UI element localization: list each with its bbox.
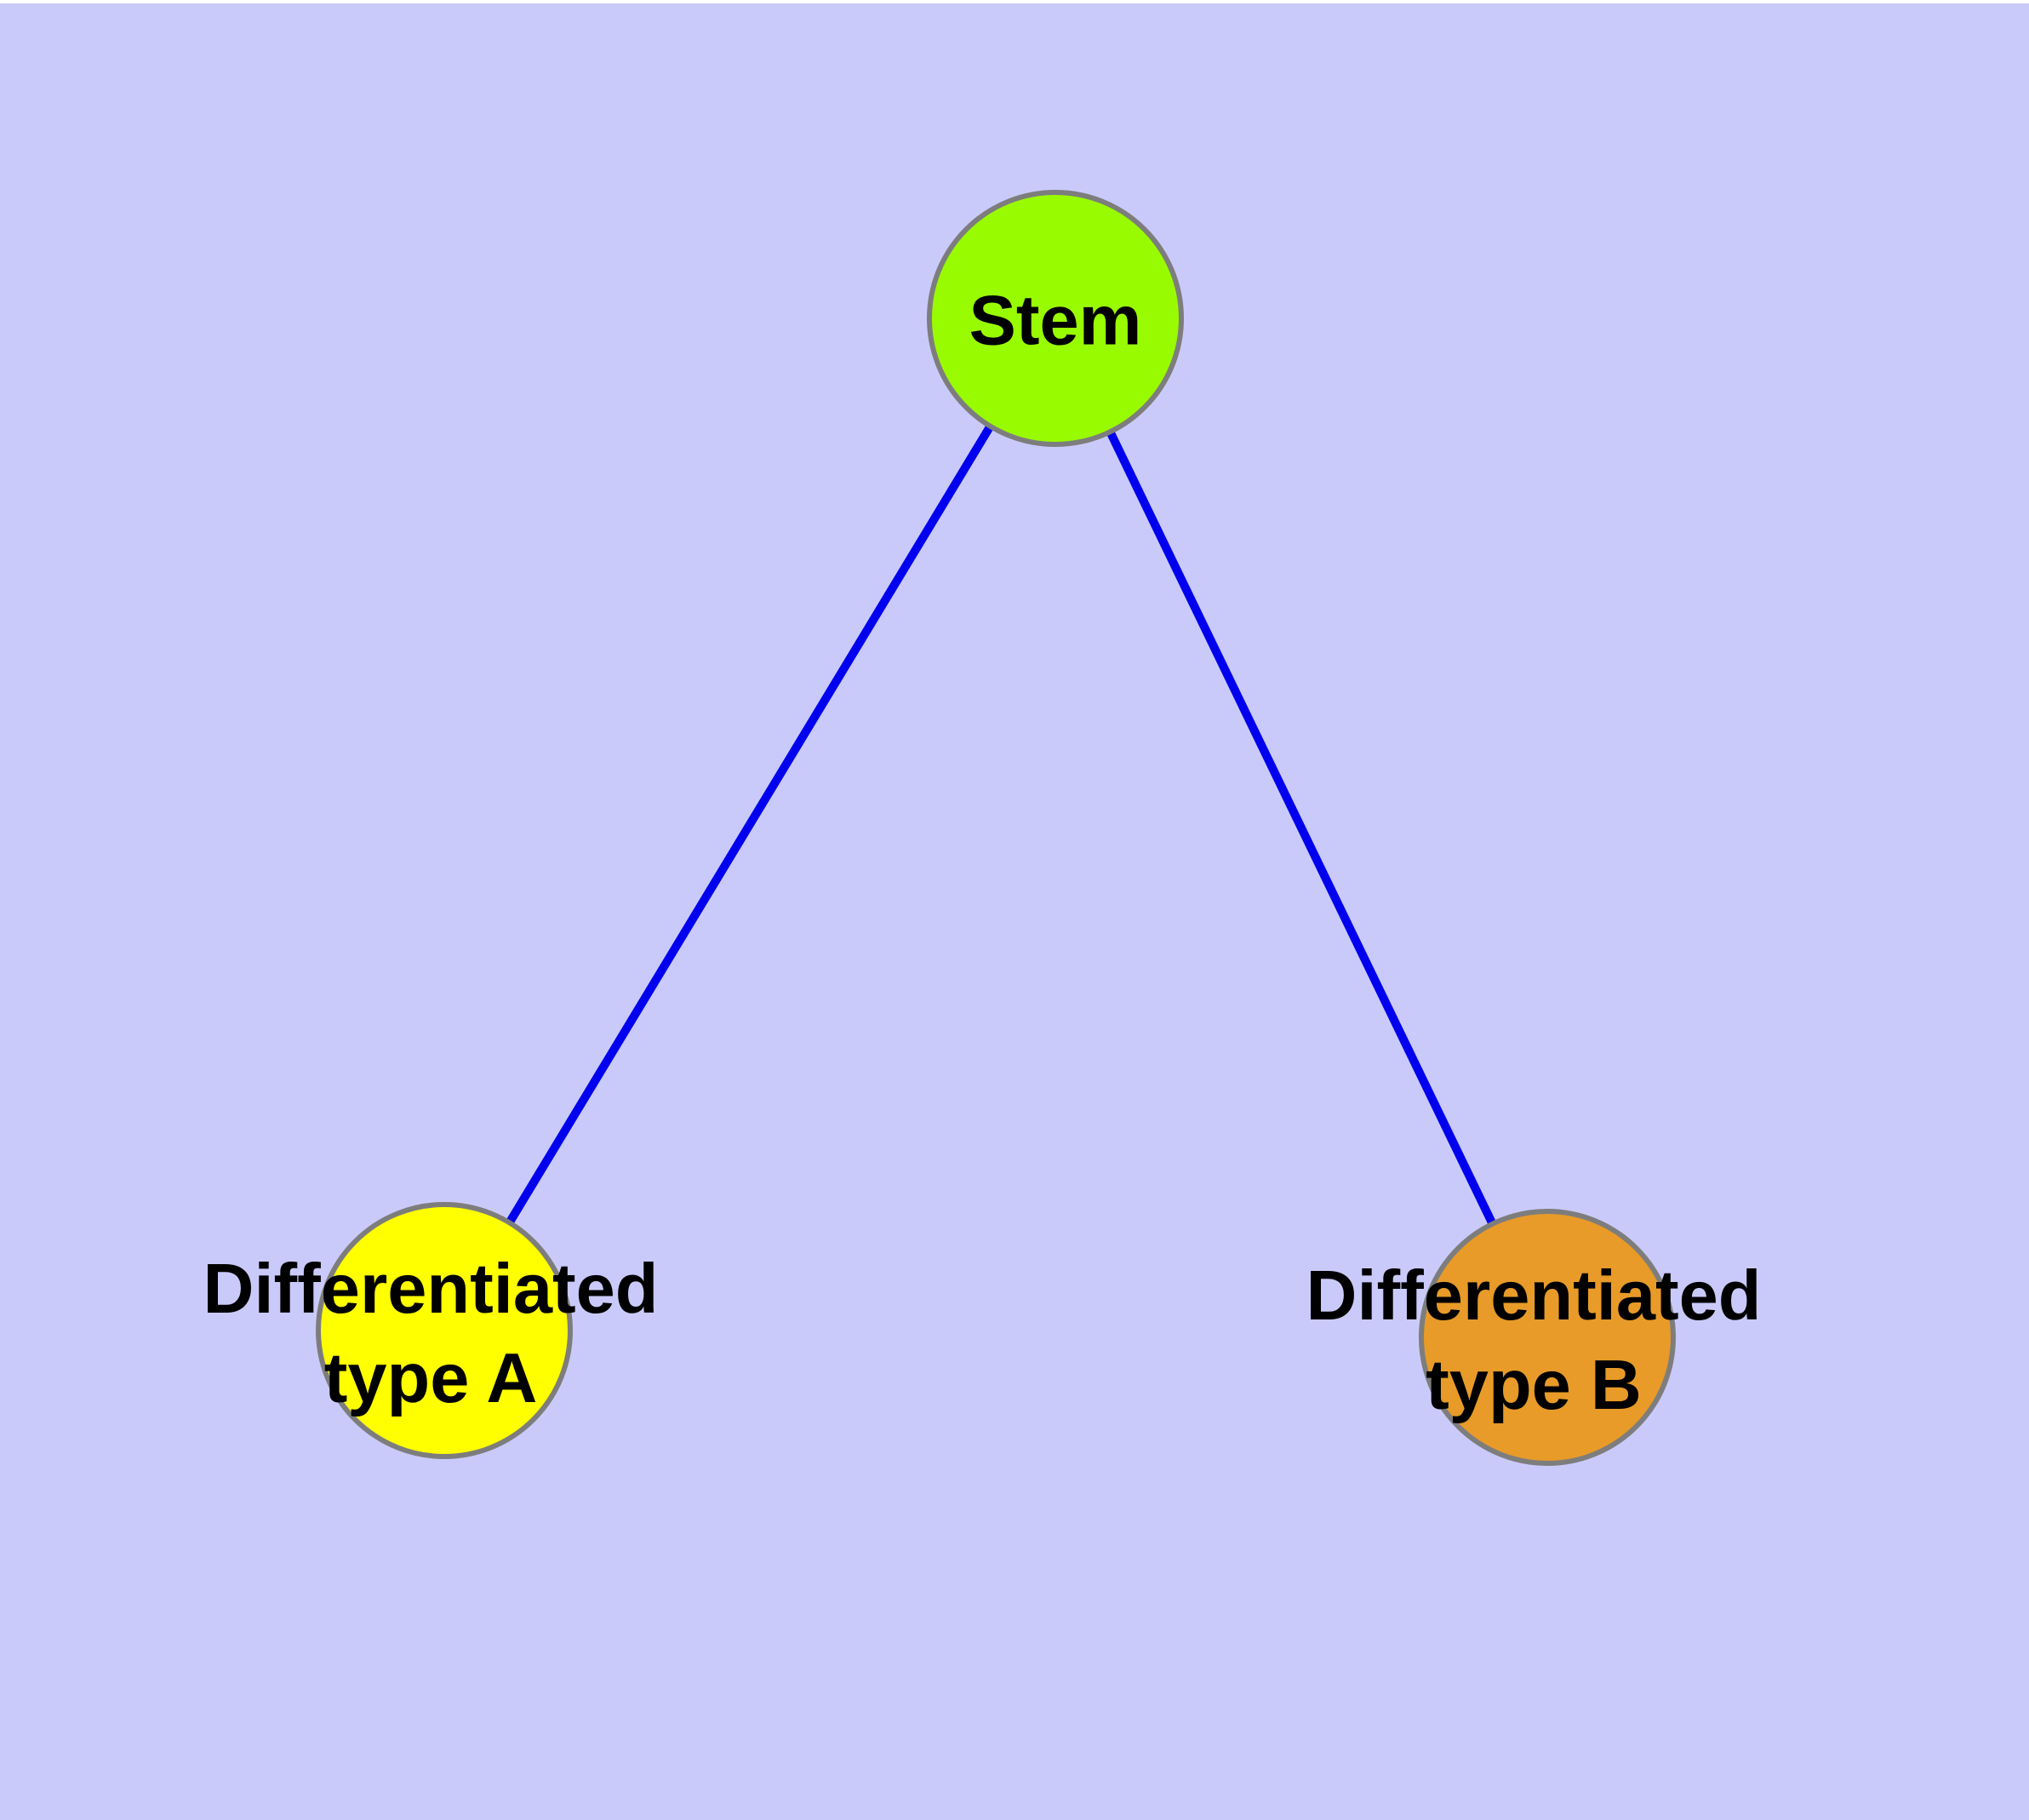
label-line: type B xyxy=(1426,1345,1642,1424)
node-circle-differentiated-type-a xyxy=(316,1202,573,1459)
label-line: Stem xyxy=(969,280,1142,360)
label-line: Differentiated xyxy=(1306,1256,1762,1335)
label-line: type A xyxy=(323,1338,538,1417)
node-label-differentiated-type-a: Differentiated type A xyxy=(203,1244,659,1422)
edge-stem-to-type-a xyxy=(440,316,1060,1333)
node-label-differentiated-type-b: Differentiated type B xyxy=(1306,1251,1762,1429)
node-circle-differentiated-type-b xyxy=(1419,1209,1676,1466)
label-line: Differentiated xyxy=(203,1249,659,1328)
node-label-stem: Stem xyxy=(969,276,1142,365)
edge-stem-to-type-b xyxy=(1051,316,1552,1340)
node-circle-stem xyxy=(927,190,1184,447)
